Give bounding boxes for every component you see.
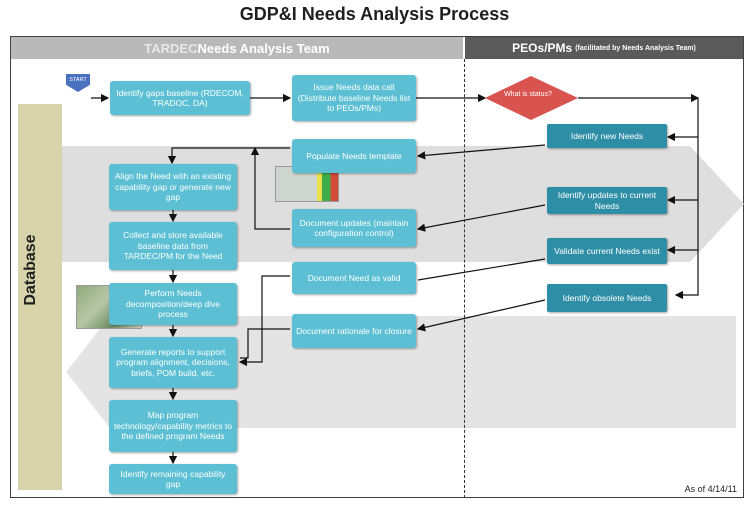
as-of-date: As of 4/14/11	[684, 484, 737, 494]
lane-header-right-name: PEOs/PMs	[512, 41, 573, 55]
box-identify-obsolete: Identify obsolete Needs	[547, 284, 667, 312]
lane-divider	[464, 59, 465, 498]
database-band	[18, 104, 62, 490]
start-marker: START	[66, 74, 90, 92]
lane-header-left-prefix: TARDEC	[144, 40, 198, 56]
box-identify-gaps: Identify gaps baseline (RDECOM, TRADOC, …	[110, 81, 250, 115]
lane-header-left: TARDEC Needs Analysis Team	[11, 37, 463, 59]
box-map-program: Map program technology/capability metric…	[109, 400, 237, 452]
box-perform-decomposition: Perform Needs decomposition/deep dive pr…	[109, 283, 237, 325]
box-identify-new-needs: Identify new Needs	[547, 124, 667, 148]
decision-label: What is status?	[504, 91, 552, 98]
box-align-need: Align the Need with an existing capabili…	[109, 164, 237, 210]
box-identify-updates: Identify updates to current Needs	[547, 187, 667, 214]
box-collect-store: Collect and store available baseline dat…	[109, 222, 237, 270]
box-document-rationale: Document rationale for closure	[292, 314, 416, 348]
box-document-need-valid: Document Need as valid	[292, 262, 416, 294]
box-populate-template: Populate Needs template	[292, 139, 416, 173]
box-identify-remaining: Identify remaining capability gap	[109, 464, 237, 494]
box-issue-data-call: Issue Needs data call (Distribute baseli…	[292, 75, 416, 121]
lane-header-right-note: (facilitated by Needs Analysis Team)	[575, 44, 696, 52]
box-document-updates: Document updates (maintain configuration…	[292, 209, 416, 247]
box-generate-reports: Generate reports to support program alig…	[109, 337, 237, 388]
decision-diamond	[485, 76, 578, 120]
diagram-title: GDP&I Needs Analysis Process	[239, 4, 510, 24]
lane-header-left-rest: Needs Analysis Team	[197, 40, 330, 56]
box-validate-current: Validate current Needs exist	[547, 238, 667, 264]
lane-header-right: PEOs/PMs(facilitated by Needs Analysis T…	[465, 37, 743, 59]
